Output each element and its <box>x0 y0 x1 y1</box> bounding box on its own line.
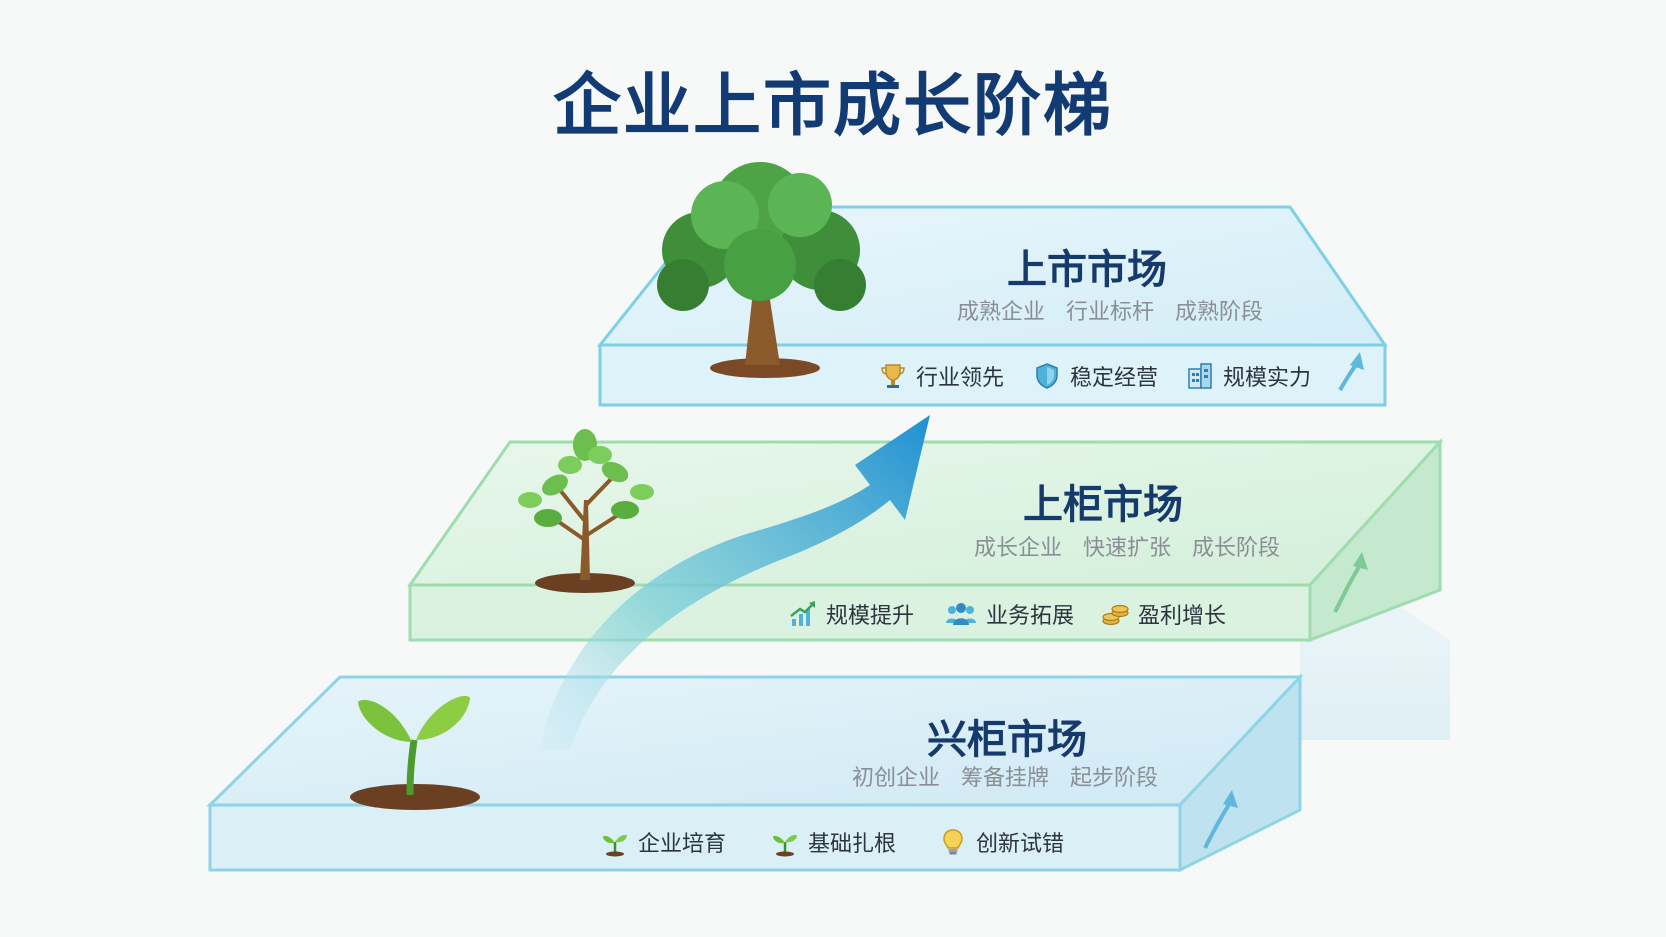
tier-top-subtitle: 成熟企业 行业标杆 成熟阶段 <box>957 300 1263 325</box>
feature-stable-operation: 稳定经营 <box>1032 360 1158 392</box>
lightbulb-icon <box>943 829 963 855</box>
feature-foundation-rooting: 基础扎根 <box>770 826 896 858</box>
shield-icon <box>1036 363 1058 389</box>
feature-label: 创新试错 <box>976 832 1065 857</box>
growth-chart-icon <box>790 601 815 626</box>
sprout-icon <box>773 834 797 857</box>
feature-label: 企业培育 <box>638 832 727 857</box>
feature-label: 行业领先 <box>916 366 1005 391</box>
sapling-icon <box>518 429 654 593</box>
tier-bottom-title: 兴柜市场 <box>927 717 1087 763</box>
trophy-icon <box>881 364 905 388</box>
tier-middle-subtitle: 成长企业 快速扩张 成长阶段 <box>974 536 1280 561</box>
feature-label: 业务拓展 <box>986 604 1075 629</box>
sprout-icon <box>603 834 627 857</box>
page-title: 企业上市成长阶梯 <box>552 67 1113 146</box>
seedling-icon <box>350 695 480 810</box>
growth-arrow <box>540 415 930 750</box>
team-icon <box>946 603 976 625</box>
feature-profit-growth: 盈利增长 <box>1100 598 1226 630</box>
feature-label: 规模提升 <box>826 604 915 629</box>
feature-industry-lead: 行业领先 <box>878 360 1004 392</box>
back-slab <box>1300 600 1450 740</box>
tier-middle-shape <box>407 438 1444 643</box>
mature-tree-icon <box>657 162 866 378</box>
tier-middle-title: 上柜市场 <box>1023 482 1183 528</box>
feature-enterprise-incubation: 企业培育 <box>600 826 726 858</box>
feature-label: 规模实力 <box>1223 366 1312 391</box>
feature-scale-increase: 规模提升 <box>788 598 914 630</box>
feature-business-expansion: 业务拓展 <box>944 598 1074 630</box>
tier-bottom-subtitle: 初创企业 筹备挂牌 起步阶段 <box>852 766 1158 791</box>
tier-bottom-shape <box>206 673 1304 873</box>
tier-top-title: 上市市场 <box>1007 247 1167 293</box>
feature-scale-strength: 规模实力 <box>1185 360 1311 392</box>
feature-label: 基础扎根 <box>808 832 897 857</box>
coins-icon <box>1102 604 1129 626</box>
feature-label: 盈利增长 <box>1138 604 1227 629</box>
building-icon <box>1188 363 1212 389</box>
feature-label: 稳定经营 <box>1070 366 1159 391</box>
feature-innovation-trial: 创新试错 <box>938 826 1064 858</box>
